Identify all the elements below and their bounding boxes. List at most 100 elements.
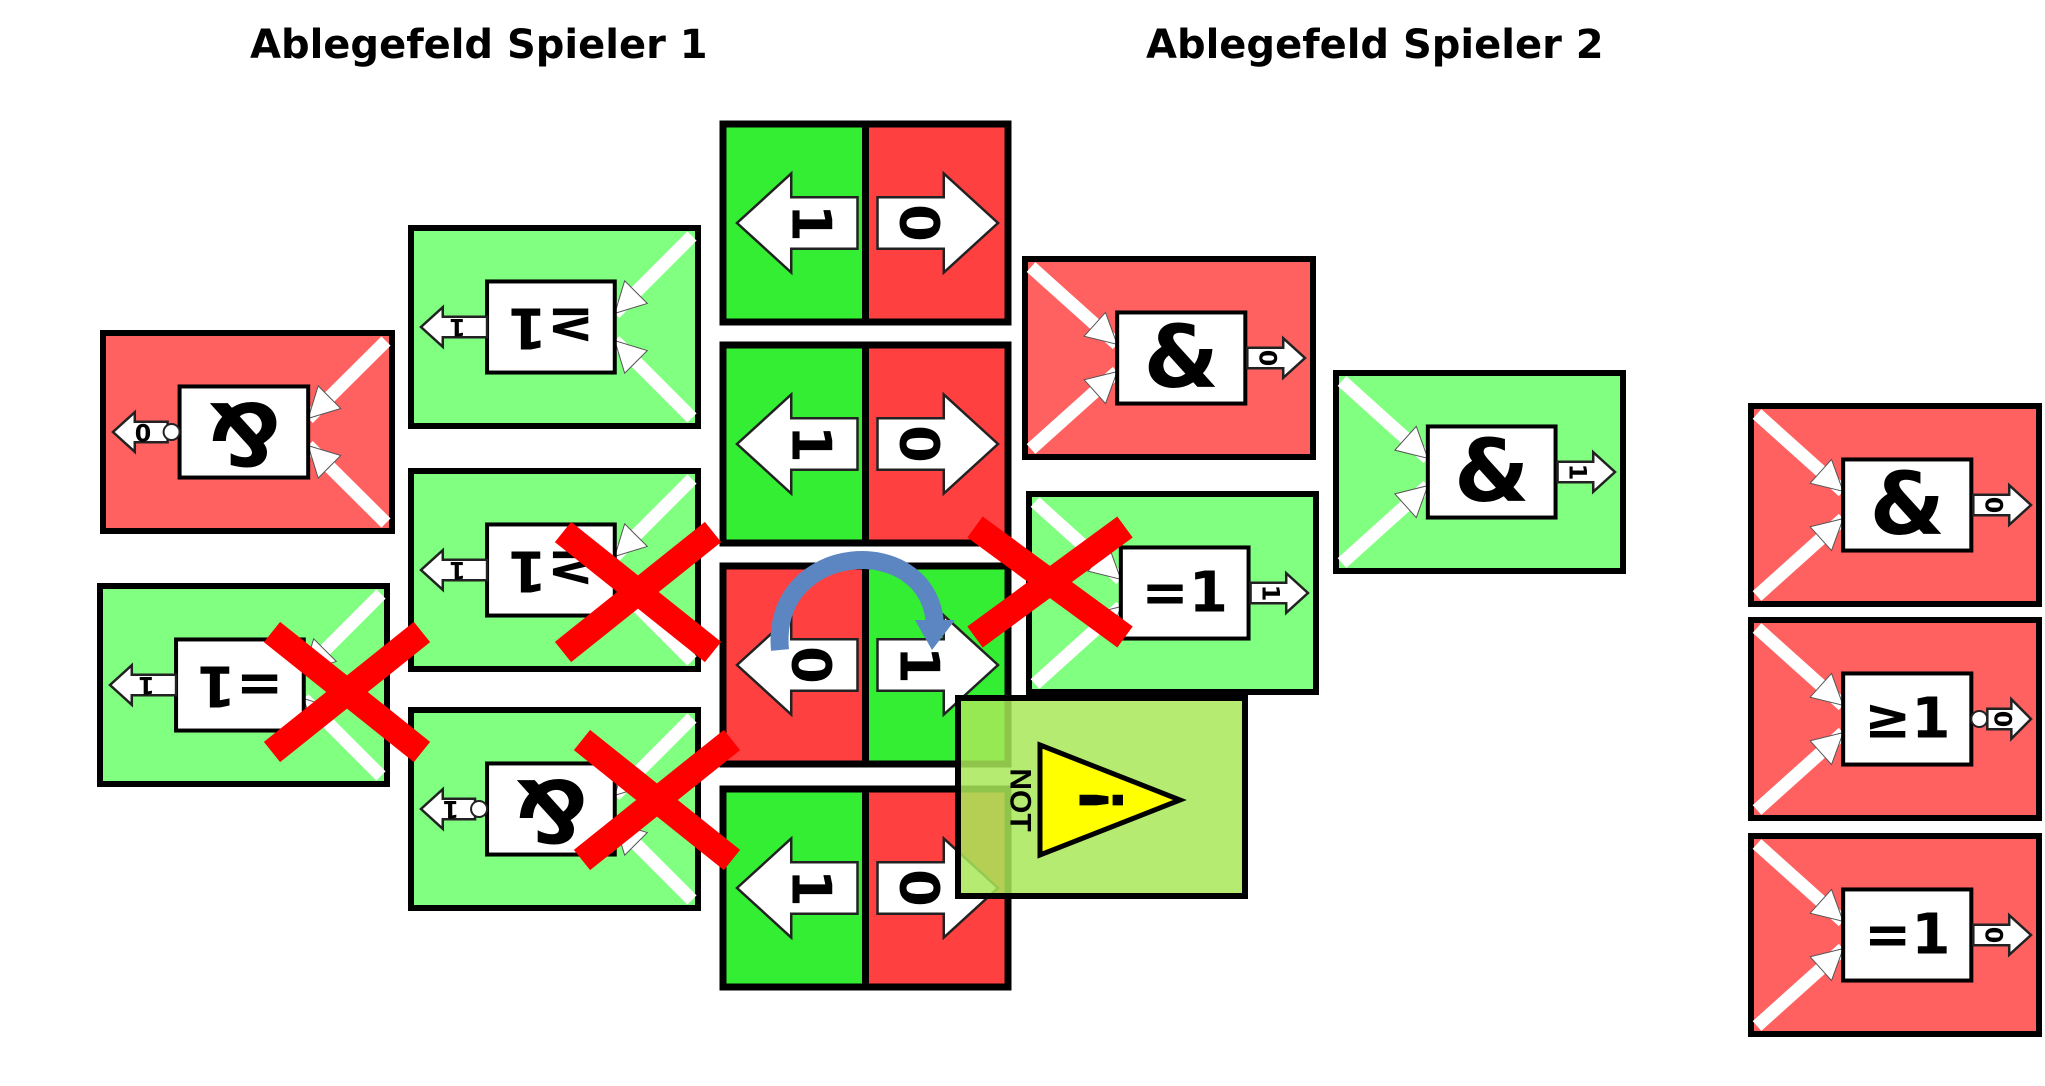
output-arrow: [1986, 696, 2033, 742]
output-arrow: [108, 662, 178, 708]
input-arrowhead: [1809, 888, 1844, 923]
gate-symbol: =1: [197, 653, 284, 718]
input-arrowhead: [1393, 425, 1429, 460]
output-value: 1: [449, 556, 466, 584]
output-arrow: [1556, 449, 1617, 495]
crossed-out-mark: [573, 729, 741, 871]
gate-box: [1425, 424, 1558, 520]
input-arrowhead: [1809, 458, 1844, 493]
player1-card: &0: [100, 330, 395, 534]
gate-symbol: &: [1870, 455, 1945, 555]
right-arrow-shape: [876, 612, 1000, 718]
player1-card: ≥11: [408, 468, 701, 672]
left-arrow-shape: [735, 391, 859, 497]
cross-stroke: [967, 516, 1133, 648]
gate-symbol: ≥1: [508, 295, 595, 360]
crossed-out-mark: [554, 521, 722, 663]
output-arrow-shape: [419, 304, 489, 350]
cross-stroke: [263, 621, 431, 763]
input-arrowhead: [1809, 517, 1844, 552]
output-arrow-shape: [1249, 570, 1310, 616]
output-value: 1: [138, 671, 155, 699]
right-value: 0: [888, 204, 952, 242]
not-card: ! NOT: [955, 695, 1248, 899]
output-value: 1: [1564, 464, 1592, 481]
left-value-arrow: [735, 170, 859, 276]
output-value: 0: [1980, 927, 2008, 944]
gate-symbol: &: [513, 759, 588, 859]
input-arrowhead: [1083, 311, 1118, 346]
not-label: NOT: [1004, 768, 1037, 831]
input-arrowhead: [1809, 731, 1844, 766]
warning-exclamation: !: [1068, 786, 1138, 813]
gate-box: [1841, 457, 1974, 553]
right-arrow-shape: [876, 170, 1000, 276]
right-value-arrow: [876, 391, 1000, 497]
output-arrow-shape: [1986, 696, 2033, 742]
gate-box: [1115, 310, 1248, 406]
output-arrow: [1246, 335, 1307, 381]
output-arrow: [419, 786, 477, 832]
output-arrow-shape: [419, 547, 489, 593]
swap-arrowhead: [915, 620, 955, 650]
output-arrow-shape: [1972, 912, 2033, 958]
side-card: =1 0: [1748, 833, 2042, 1037]
left-value: 1: [779, 869, 843, 907]
left-arrow-shape: [735, 170, 859, 276]
output-value: 0: [135, 418, 152, 446]
gate-symbol: =1: [1864, 903, 1951, 968]
crossed-out-mark: [263, 621, 431, 763]
gate-box: [485, 279, 617, 375]
right-value: 0: [888, 425, 952, 463]
player1-card: ≥11: [408, 225, 701, 429]
output-arrow-shape: [1556, 449, 1617, 495]
left-arrow-shape: [735, 612, 859, 718]
output-arrow-shape: [1246, 335, 1307, 381]
cross-stroke: [573, 729, 741, 871]
gate-symbol: &: [1454, 422, 1529, 522]
output-arrow-shape: [108, 662, 178, 708]
swap-arrow-icon: [770, 551, 955, 651]
right-value: 1: [888, 646, 952, 684]
left-value: 1: [779, 204, 843, 242]
player2-heading: Ablegefeld Spieler 2: [1146, 22, 1604, 68]
inversion-bubble: [1970, 710, 1989, 728]
output-arrow: [1249, 570, 1310, 616]
player2-card: &1: [1333, 370, 1626, 574]
input-arrowhead: [614, 522, 649, 558]
output-value: 1: [1257, 585, 1285, 602]
inversion-bubble: [162, 423, 181, 441]
gate-symbol: &: [1144, 308, 1219, 408]
right-arrow-shape: [876, 391, 1000, 497]
output-arrow: [419, 547, 489, 593]
output-value: 1: [442, 795, 459, 823]
input-arrowhead: [614, 279, 649, 315]
input-arrowhead: [307, 384, 342, 420]
output-arrow: [1972, 912, 2033, 958]
output-arrow-shape: [419, 786, 477, 832]
input-arrowhead: [1083, 370, 1118, 405]
gate-box: [1841, 671, 1974, 767]
warning-icon: [1037, 741, 1187, 859]
player1-heading: Ablegefeld Spieler 1: [250, 22, 708, 68]
left-arrow-shape: [735, 835, 859, 941]
output-value: 0: [1989, 711, 2017, 728]
crossed-out-mark: [967, 516, 1133, 648]
input-arrowhead: [614, 339, 649, 375]
left-value-arrow: [735, 391, 859, 497]
gate-box: [1118, 545, 1251, 641]
input-arrowhead: [1809, 672, 1844, 707]
output-arrow-shape: [1972, 482, 2033, 528]
output-arrow-shape: [111, 409, 169, 455]
cross-stroke: [554, 521, 722, 663]
input-arrowhead: [1809, 947, 1844, 982]
output-value: 0: [1254, 350, 1282, 367]
gate-box: [177, 384, 311, 480]
right-value-arrow: [876, 170, 1000, 276]
output-arrow: [419, 304, 489, 350]
left-value-arrow: [735, 612, 859, 718]
